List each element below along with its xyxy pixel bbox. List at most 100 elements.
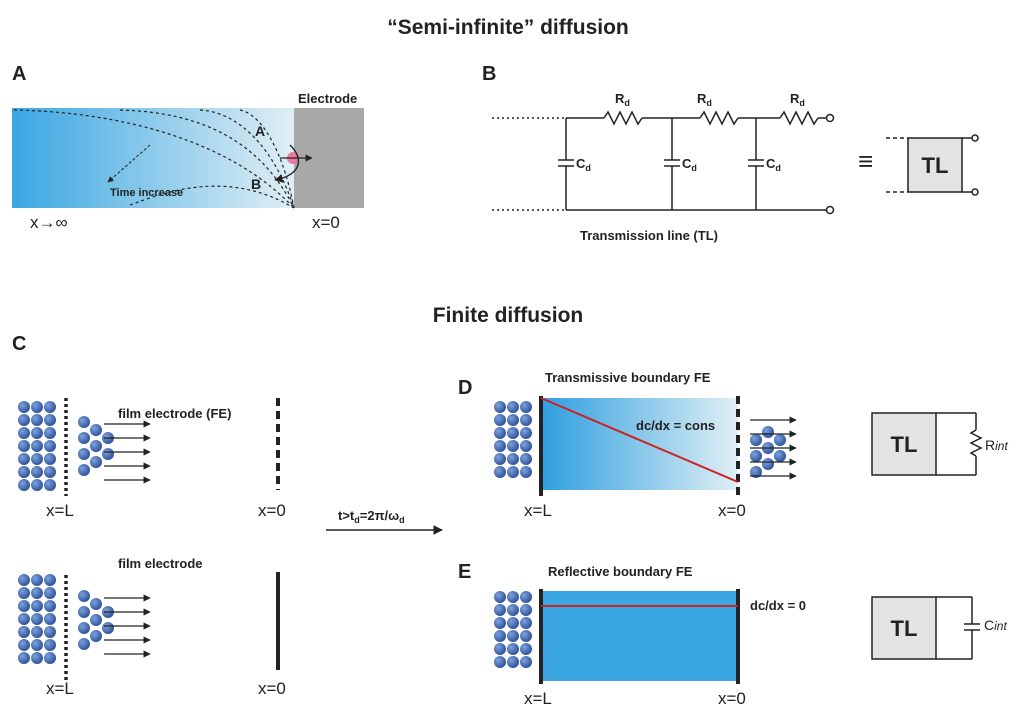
ion-ball bbox=[18, 639, 30, 651]
ion-ball bbox=[78, 464, 90, 476]
ion-ball bbox=[18, 401, 30, 413]
ion-ball bbox=[90, 598, 102, 610]
ion-ball bbox=[507, 604, 519, 616]
tl-box-label-e: TL bbox=[891, 616, 918, 641]
ion-ball bbox=[31, 639, 43, 651]
ion-ball bbox=[44, 440, 56, 452]
film-region-e bbox=[541, 591, 738, 681]
ion-ball bbox=[44, 574, 56, 586]
ion-ball bbox=[774, 434, 786, 446]
ion-ball bbox=[44, 652, 56, 664]
ion-ball bbox=[762, 426, 774, 438]
capacitor-cd-3 bbox=[748, 118, 764, 210]
ion-ball bbox=[44, 626, 56, 638]
concentration-line-d bbox=[540, 397, 739, 483]
ion-ball bbox=[18, 613, 30, 625]
x-zero-label-e: x=0 bbox=[718, 689, 746, 704]
ion-cluster-c-bottom-right bbox=[78, 590, 114, 650]
tl-box-label-d: TL bbox=[891, 432, 918, 457]
point-a-label: A bbox=[255, 123, 265, 139]
ion-ball bbox=[520, 440, 532, 452]
ion-ball bbox=[520, 591, 532, 603]
panel-d: Transmissive boundary FE dc/dx = cons x=… bbox=[494, 370, 1008, 520]
ion-ball bbox=[18, 652, 30, 664]
title-semi-infinite: “Semi-infinite” diffusion bbox=[387, 16, 629, 39]
ion-ball bbox=[494, 630, 506, 642]
ion-ball bbox=[44, 414, 56, 426]
ion-ball bbox=[520, 427, 532, 439]
panel-letter-e: E bbox=[458, 561, 471, 583]
ion-ball bbox=[31, 401, 43, 413]
rint-label: Rint bbox=[985, 437, 1008, 453]
ion-ball bbox=[520, 414, 532, 426]
tl-box-d bbox=[871, 412, 937, 476]
panel-e: Reflective boundary FE dc/dx = 0 x=L x=0… bbox=[494, 564, 1007, 704]
x-zero-label-c2: x=0 bbox=[258, 679, 286, 698]
ion-ball bbox=[90, 614, 102, 626]
ion-ball bbox=[507, 466, 519, 478]
ion-ball bbox=[18, 414, 30, 426]
tl-cint-circuit bbox=[871, 596, 980, 660]
ion-ball bbox=[520, 643, 532, 655]
ion-ball bbox=[520, 656, 532, 668]
transmissive-title: Transmissive boundary FE bbox=[545, 370, 711, 385]
transition-label: t>td=2π/ωd bbox=[338, 508, 405, 525]
cint-label: Cint bbox=[984, 617, 1007, 633]
ion-ball bbox=[31, 479, 43, 491]
ion-ball bbox=[31, 427, 43, 439]
tl-box-label-b: TL bbox=[922, 153, 949, 178]
profile-curve-5 bbox=[129, 185, 295, 209]
tl-box-b bbox=[907, 137, 963, 193]
ion-ball bbox=[44, 613, 56, 625]
ion-ball bbox=[18, 600, 30, 612]
ion-ball bbox=[44, 427, 56, 439]
ion-ball bbox=[44, 479, 56, 491]
point-b-label: B bbox=[251, 176, 261, 192]
ion-ball bbox=[31, 414, 43, 426]
ion-ball bbox=[507, 440, 519, 452]
ion-ball bbox=[507, 401, 519, 413]
ion-ball bbox=[520, 604, 532, 616]
ion-ball bbox=[520, 466, 532, 478]
panel-letter-b: B bbox=[482, 63, 496, 85]
ion-ball bbox=[18, 440, 30, 452]
ion-ball bbox=[78, 622, 90, 634]
panel-letter-d: D bbox=[458, 377, 472, 399]
ion-ball bbox=[494, 427, 506, 439]
flux-arrows-c-bottom bbox=[104, 594, 151, 658]
capacitor-cd-2 bbox=[664, 118, 680, 210]
panel-c: film electrode (FE) x=L x=0 film electro… bbox=[18, 398, 443, 698]
ion-ball bbox=[494, 440, 506, 452]
ion-ball bbox=[31, 574, 43, 586]
ion-ball bbox=[44, 587, 56, 599]
ion-ball bbox=[44, 639, 56, 651]
ion-ball bbox=[507, 617, 519, 629]
reflective-title: Reflective boundary FE bbox=[548, 564, 693, 579]
film-fe-label: film electrode (FE) bbox=[118, 406, 231, 421]
film-label: film electrode bbox=[118, 556, 203, 571]
ion-ball bbox=[78, 432, 90, 444]
flux-arrows-c-top bbox=[104, 420, 151, 484]
title-finite: Finite diffusion bbox=[433, 304, 583, 327]
ion-ball bbox=[507, 414, 519, 426]
ion-ball bbox=[762, 458, 774, 470]
ion-ball bbox=[494, 401, 506, 413]
electrode-label: Electrode bbox=[298, 91, 357, 106]
panel-letter-c: C bbox=[12, 333, 26, 355]
ion-cluster-e bbox=[494, 591, 532, 668]
ion-ball bbox=[520, 453, 532, 465]
ion-ball bbox=[31, 652, 43, 664]
x-l-label-d: x=L bbox=[524, 501, 552, 520]
tl-equivalent-block bbox=[886, 134, 979, 196]
ion-ball bbox=[102, 622, 114, 634]
ion-ball bbox=[494, 466, 506, 478]
ion-ball bbox=[750, 434, 762, 446]
ion-ball bbox=[750, 466, 762, 478]
curved-arrow-ab bbox=[274, 144, 300, 183]
ion-ball bbox=[507, 643, 519, 655]
resistor-rint bbox=[969, 429, 983, 457]
time-increase-label: Time increase bbox=[110, 187, 183, 199]
ion-ball bbox=[507, 453, 519, 465]
ion-ball bbox=[78, 448, 90, 460]
resistor-rd-3 bbox=[779, 110, 819, 126]
